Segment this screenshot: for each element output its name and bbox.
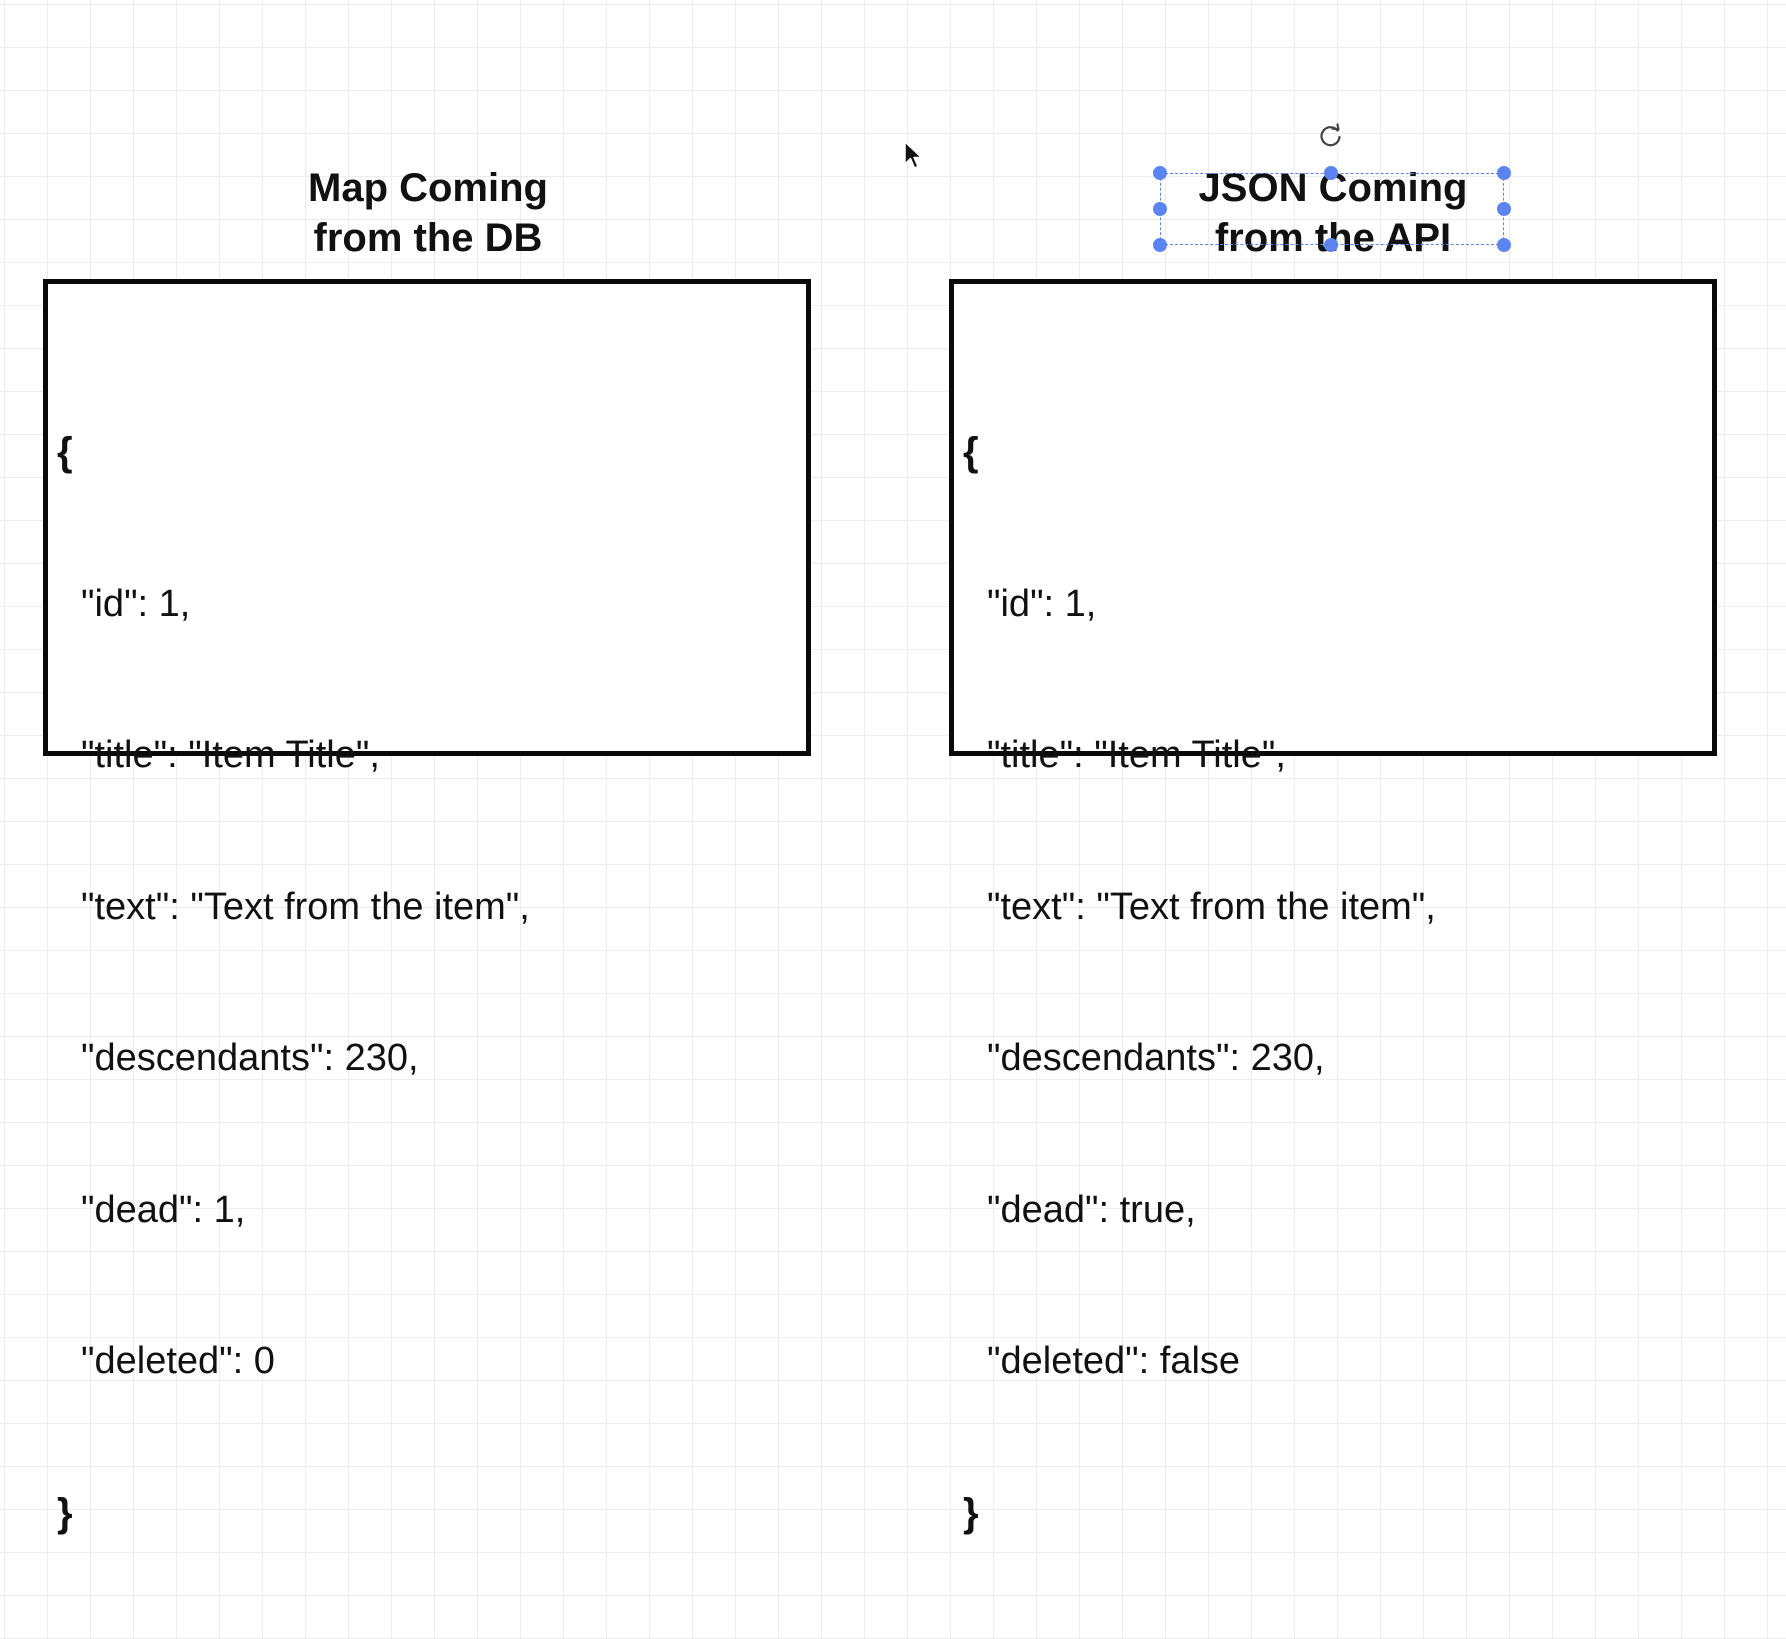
left-code-line: "title": "Item Title",	[81, 734, 380, 776]
left-open-brace: {	[57, 430, 73, 474]
right-code-line: "id": 1,	[987, 582, 1097, 625]
right-code-line: "title": "Item Title",	[987, 734, 1286, 776]
diagram-canvas[interactable]: Map Coming from the DB { "id": 1, "title…	[0, 0, 1786, 1535]
left-code-line: "id": 1,	[81, 582, 191, 625]
resize-handle-top-right[interactable]	[1497, 166, 1511, 180]
resize-handle-bottom-center[interactable]	[1324, 238, 1338, 252]
selection-box	[1160, 173, 1504, 245]
left-code-line: "dead": 1,	[81, 1188, 246, 1231]
right-code-line: "deleted": false	[987, 1340, 1241, 1382]
resize-handle-bottom-right[interactable]	[1497, 238, 1511, 252]
rotate-handle-icon[interactable]	[1317, 122, 1345, 150]
left-close-brace: }	[57, 1490, 73, 1535]
right-code-line: "dead": true,	[987, 1188, 1196, 1231]
right-open-brace: {	[963, 430, 979, 474]
left-title-line-2: from the DB	[313, 216, 543, 260]
resize-handle-top-center[interactable]	[1324, 166, 1338, 180]
resize-handle-top-left[interactable]	[1153, 166, 1167, 180]
left-code-block: { "id": 1, "title": "Item Title", "text"…	[57, 326, 530, 1639]
left-panel-title[interactable]: Map Coming from the DB	[248, 163, 608, 263]
resize-handle-bottom-left[interactable]	[1153, 238, 1167, 252]
right-code-line: "text": "Text from the item",	[987, 885, 1436, 928]
right-close-brace: }	[963, 1490, 979, 1535]
left-code-box[interactable]: { "id": 1, "title": "Item Title", "text"…	[43, 279, 811, 1535]
mouse-cursor-icon	[904, 141, 923, 169]
resize-handle-middle-left[interactable]	[1153, 202, 1167, 216]
left-code-line: "text": "Text from the item",	[81, 885, 530, 928]
left-code-line: "deleted": 0	[81, 1340, 275, 1382]
right-code-line: "descendants": 230,	[987, 1037, 1325, 1079]
left-title-line-1: Map Coming	[308, 166, 548, 210]
resize-handle-middle-right[interactable]	[1497, 202, 1511, 216]
right-code-box[interactable]: { "id": 1, "title": "Item Title", "text"…	[949, 279, 1717, 1535]
right-code-block: { "id": 1, "title": "Item Title", "text"…	[963, 326, 1436, 1639]
left-code-line: "descendants": 230,	[81, 1037, 419, 1079]
